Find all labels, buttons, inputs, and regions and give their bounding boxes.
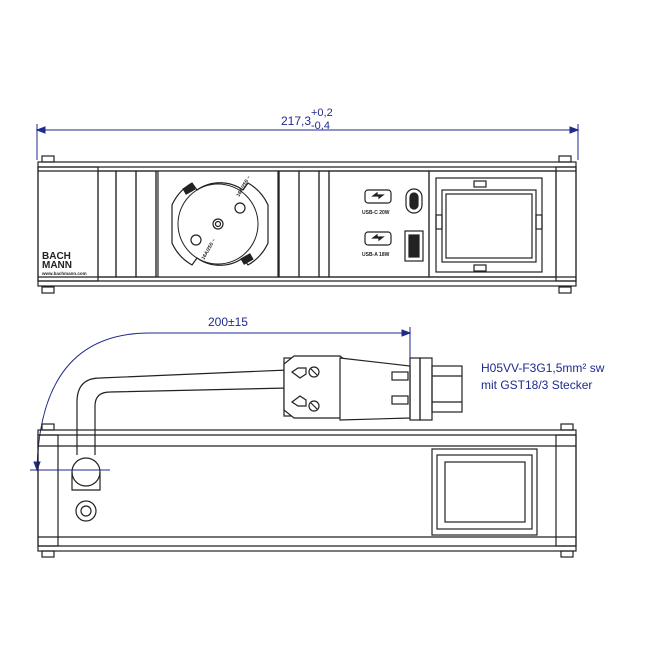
schuko-socket xyxy=(157,170,279,278)
rear-view xyxy=(37,423,577,558)
width-tol-upper: +0,2 xyxy=(311,107,333,119)
width-tol-lower: -0,4 xyxy=(311,120,330,132)
cable-length-value: 200±15 xyxy=(208,315,248,329)
brand-line1: BACH xyxy=(42,251,71,262)
usb-a-label: USB-A 18W xyxy=(362,252,390,258)
blank-module xyxy=(428,170,557,278)
brand-line2: MANN xyxy=(42,260,72,271)
width-value: 217,3 xyxy=(281,114,311,128)
brand-url: www.bachmann.com xyxy=(41,271,87,276)
gst18-connector xyxy=(283,355,463,421)
usb-module xyxy=(328,170,430,278)
cable-spec-line1: H05VV-F3G1,5mm² sw xyxy=(481,361,605,375)
usb-c-label: USB-C 20W xyxy=(362,210,390,216)
cable-spec-line2: mit GST18/3 Stecker xyxy=(481,378,592,392)
cable xyxy=(76,369,289,455)
width-dimension xyxy=(35,124,580,160)
